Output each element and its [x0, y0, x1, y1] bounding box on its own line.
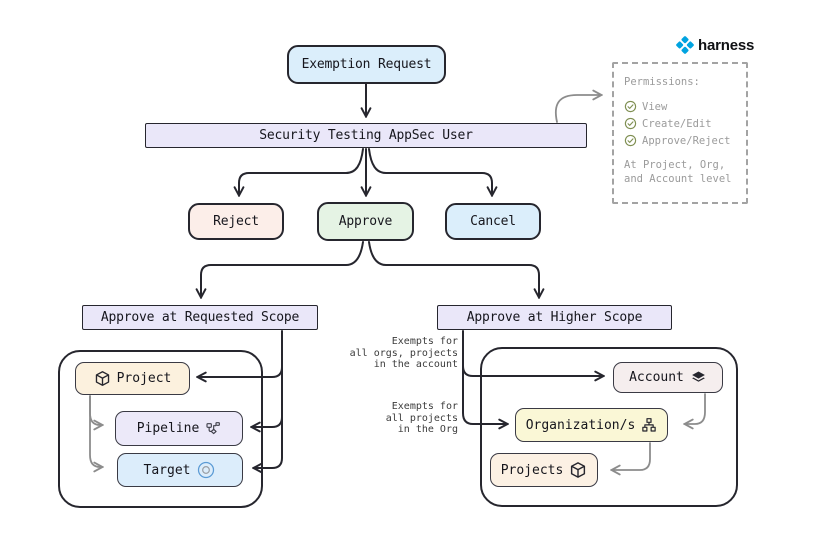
node-approve-higher-scope: Approve at Higher Scope [437, 305, 672, 330]
node-label: Approve at Requested Scope [100, 310, 300, 325]
node-reject: Reject [188, 203, 284, 240]
node-label: Organization/s [525, 417, 636, 433]
node-label: Pipeline [136, 421, 200, 436]
annotation-org-scope: Exempts for all projects in the Org [385, 401, 458, 435]
node-account: Account [613, 362, 723, 393]
permission-item-create-edit: Create/Edit [624, 117, 736, 130]
node-label: Projects [500, 462, 564, 478]
node-label: Cancel [470, 214, 516, 229]
layers-icon [690, 369, 707, 386]
target-icon [196, 460, 216, 480]
cube-icon [569, 461, 587, 479]
permissions-footer: At Project, Org, and Account level [624, 159, 732, 185]
node-pipeline: Pipeline [115, 411, 243, 446]
node-approve-requested-scope: Approve at Requested Scope [82, 305, 318, 330]
node-label: Security Testing AppSec User [259, 128, 473, 143]
node-organizations: Organization/s [515, 408, 668, 442]
permission-label: Approve/Reject [642, 134, 731, 147]
node-label: Approve at Higher Scope [466, 310, 643, 325]
requested-scope-group [58, 350, 263, 508]
node-exemption-request: Exemption Request [287, 45, 446, 84]
node-appsec-user: Security Testing AppSec User [145, 123, 587, 148]
node-label: Project [116, 371, 172, 386]
node-projects: Projects [490, 453, 598, 487]
check-circle-icon [624, 117, 637, 130]
node-approve: Approve [317, 202, 414, 241]
node-label: Exemption Request [301, 57, 432, 72]
check-circle-icon [624, 134, 637, 147]
node-target: Target [117, 453, 243, 487]
org-chart-icon [641, 417, 657, 433]
node-project: Project [75, 362, 190, 395]
higher-scope-group [480, 347, 738, 507]
harness-logo-icon [676, 36, 694, 54]
node-label: Approve [338, 214, 393, 229]
node-label: Account [629, 370, 684, 385]
annotation-account-scope: Exempts for all orgs, projects in the ac… [349, 336, 458, 370]
permission-item-view: View [624, 100, 736, 113]
brand-name: harness [698, 36, 755, 54]
node-label: Reject [213, 214, 259, 229]
permissions-panel: Permissions: View Create/Edit Approve/Re… [612, 62, 748, 204]
check-circle-icon [624, 100, 637, 113]
permission-label: Create/Edit [642, 117, 712, 130]
harness-logo: harness [676, 36, 754, 54]
node-label: Target [143, 462, 191, 478]
permissions-title: Permissions: [624, 76, 700, 88]
node-cancel: Cancel [445, 203, 541, 240]
permission-item-approve-reject: Approve/Reject [624, 134, 736, 147]
pipeline-icon [205, 421, 221, 437]
cube-icon [94, 370, 111, 387]
permission-label: View [642, 100, 668, 113]
